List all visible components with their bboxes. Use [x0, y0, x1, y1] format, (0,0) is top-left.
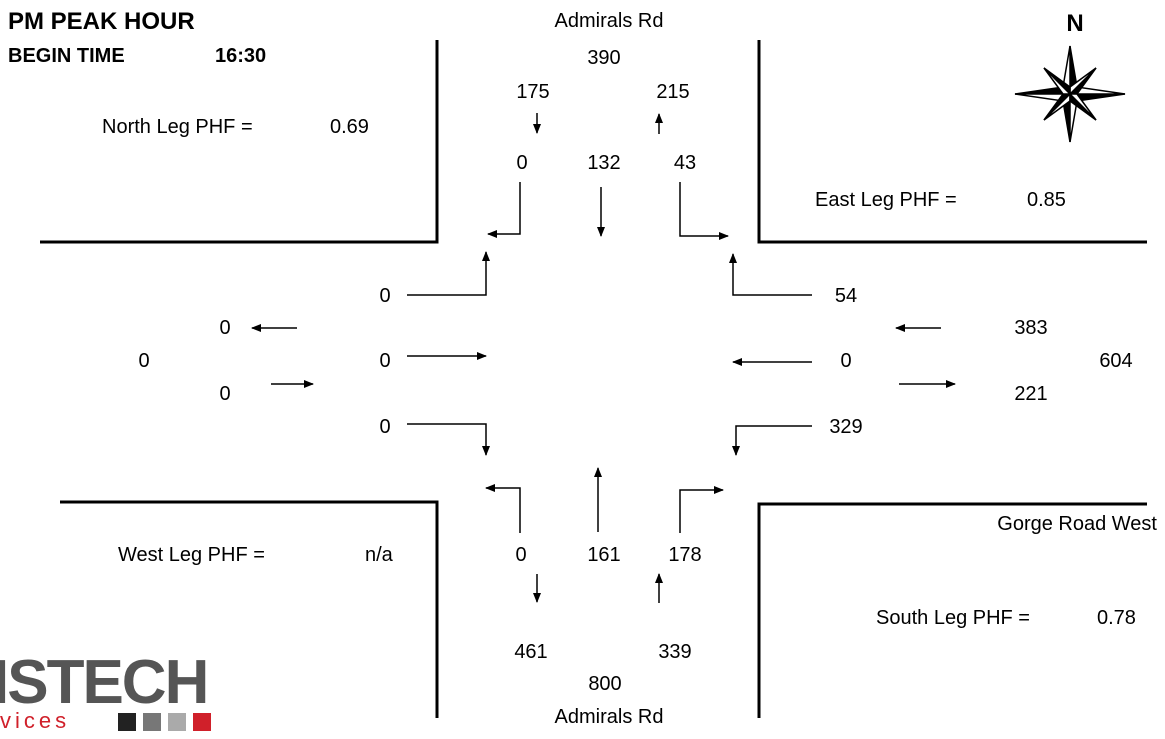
road-edge-se: [757, 502, 1147, 718]
east-phf-value: 0.85: [1027, 189, 1066, 211]
diagram-title: PM PEAK HOUR: [8, 8, 195, 35]
north-left-turn-volume: 43: [673, 152, 697, 174]
company-logo-text: ISTECH: [0, 648, 209, 717]
north-outbound-volume: 215: [656, 81, 690, 103]
road-edge-nw: [40, 40, 439, 244]
logo-square-icon: [118, 713, 136, 731]
company-logo-subtext: vices: [0, 708, 71, 733]
west-right-turn-arrow-icon: [407, 251, 490, 296]
east-inbound-volume: 383: [1014, 317, 1048, 339]
logo-square-icon: [168, 713, 186, 731]
road-edge-sw: [60, 500, 439, 718]
movement-arrows: [251, 113, 956, 603]
west-left-turn-arrow-icon: [407, 423, 490, 456]
south-total-volume: 800: [588, 673, 622, 695]
east-phf-label: East Leg PHF =: [815, 189, 957, 211]
logo-square-icon: [193, 713, 211, 731]
south-through-volume: 161: [587, 544, 621, 566]
south-right-turn-arrow-icon: [679, 486, 724, 533]
north-phf-value: 0.69: [330, 116, 369, 138]
west-inbound-volume: 0: [219, 383, 231, 405]
south-phf-value: 0.78: [1097, 607, 1136, 629]
west-phf-value: n/a: [365, 544, 393, 566]
logo-square-icon: [143, 713, 161, 731]
compass-north-label: N: [1066, 10, 1084, 37]
east-through-volume: 0: [840, 350, 852, 372]
south-phf-label: South Leg PHF =: [876, 607, 1030, 629]
west-through-volume: 0: [379, 350, 391, 372]
north-through-volume: 132: [587, 152, 621, 174]
begin-time-label: BEGIN TIME: [8, 45, 125, 67]
begin-time-value: 16:30: [215, 45, 267, 67]
east-right-turn-arrow-icon: [729, 253, 812, 296]
west-outbound-volume: 0: [219, 317, 231, 339]
south-inbound-volume: 339: [658, 641, 692, 663]
north-phf-label: North Leg PHF =: [102, 116, 253, 138]
street-name-south: Admirals Rd: [554, 706, 664, 728]
south-left-turn-volume: 0: [515, 544, 527, 566]
north-right-turn-arrow-icon: [487, 182, 521, 238]
road-edge-ne: [757, 40, 1147, 244]
east-total-volume: 604: [1099, 350, 1133, 372]
east-right-turn-volume: 54: [834, 285, 858, 307]
south-left-turn-arrow-icon: [485, 484, 521, 533]
east-left-turn-volume: 329: [829, 416, 863, 438]
north-right-turn-volume: 0: [516, 152, 528, 174]
south-right-turn-volume: 178: [668, 544, 702, 566]
north-total-volume: 390: [587, 47, 621, 69]
west-right-turn-volume: 0: [379, 285, 391, 307]
compass-rose-icon: [1014, 45, 1126, 143]
north-inbound-volume: 175: [516, 81, 550, 103]
west-total-volume: 0: [138, 350, 150, 372]
east-left-turn-arrow-icon: [732, 425, 812, 456]
east-outbound-volume: 221: [1014, 383, 1048, 405]
street-name-east: Gorge Road West: [997, 513, 1157, 535]
south-outbound-volume: 461: [514, 641, 548, 663]
west-phf-label: West Leg PHF =: [118, 544, 265, 566]
road-edges: [40, 40, 1147, 718]
north-left-turn-arrow-icon: [679, 182, 729, 240]
west-left-turn-volume: 0: [379, 416, 391, 438]
street-name-north: Admirals Rd: [554, 10, 664, 32]
